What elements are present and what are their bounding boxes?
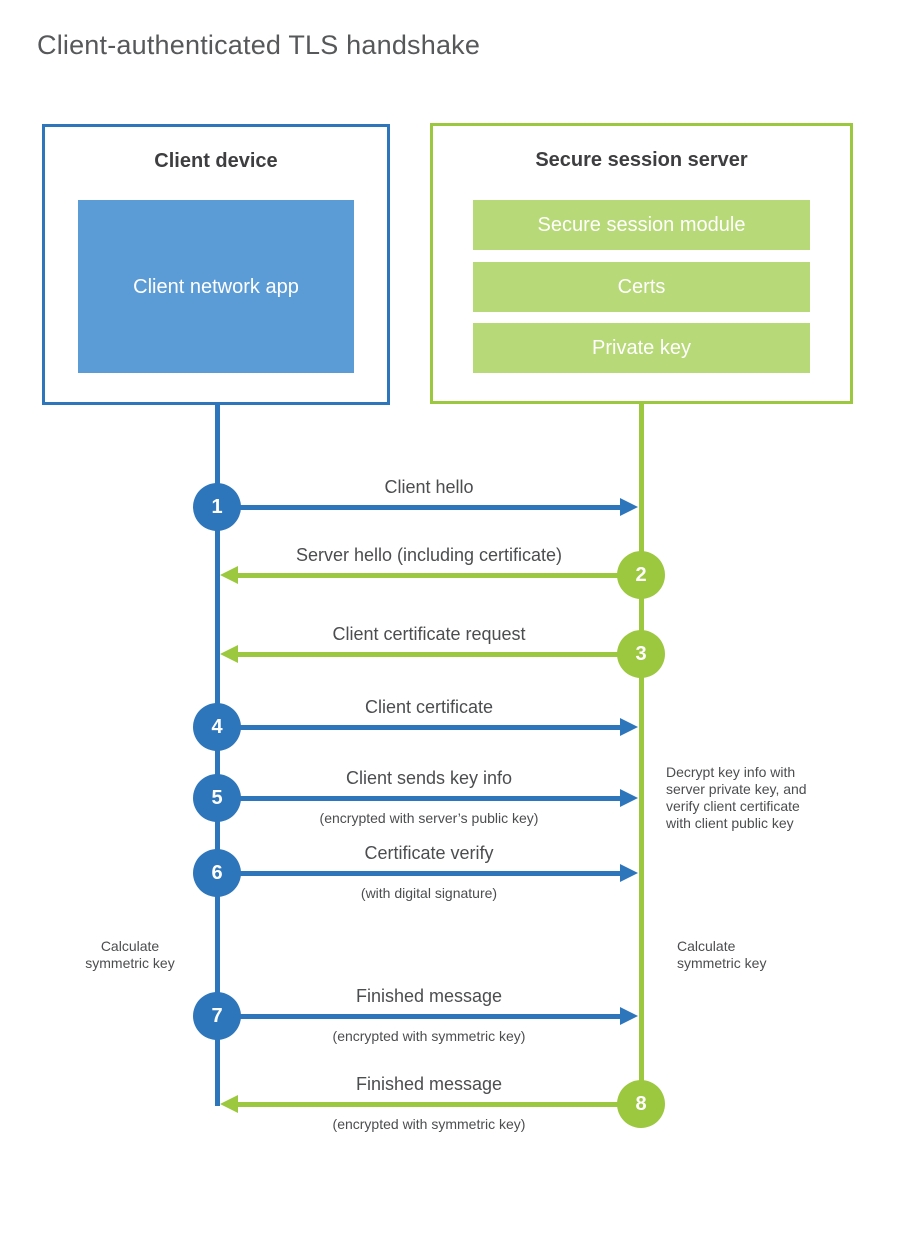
message-sublabel-8: (encrypted with symmetric key)	[332, 1116, 526, 1132]
arrow-head-left-icon	[220, 566, 238, 584]
arrow-shaft-8	[238, 1102, 641, 1107]
message-label-2: Server hello (including certificate)	[295, 545, 563, 565]
arrow-head-right-icon	[620, 718, 638, 736]
step-circle-2: 2	[617, 551, 665, 599]
message-label-7: Finished message	[355, 986, 503, 1006]
step-circle-1: 1	[193, 483, 241, 531]
client-lifeline	[215, 404, 220, 1106]
page-title: Client-authenticated TLS handshake	[37, 30, 481, 60]
message-sublabel-7: (encrypted with symmetric key)	[332, 1028, 526, 1044]
server-lifeline	[639, 403, 644, 1106]
client-network-app-box: Client network app	[78, 200, 354, 373]
client-device-title: Client device	[154, 150, 278, 172]
message-label-6: Certificate verify	[364, 843, 494, 863]
arrow-head-right-icon	[620, 864, 638, 882]
client-device-box: Client device Client network app	[42, 124, 390, 405]
server-box: Secure session server Secure session mod…	[430, 123, 853, 404]
message-label-5: Client sends key info	[345, 768, 513, 788]
message-label-4: Client certificate	[364, 697, 494, 717]
server-box-title: Secure session server	[535, 149, 748, 171]
message-label-3: Client certificate request	[332, 624, 526, 644]
arrow-shaft-3	[238, 652, 641, 657]
step-circle-3: 3	[617, 630, 665, 678]
message-label-1: Client hello	[384, 477, 474, 497]
step-circle-6: 6	[193, 849, 241, 897]
arrow-shaft-1	[217, 505, 621, 510]
message-sublabel-6: (with digital signature)	[360, 885, 498, 901]
arrow-head-right-icon	[620, 1007, 638, 1025]
arrow-shaft-4	[217, 725, 621, 730]
arrow-head-right-icon	[620, 789, 638, 807]
server-module-certs: Certs	[473, 262, 810, 312]
arrow-head-left-icon	[220, 1095, 238, 1113]
arrow-shaft-5	[217, 796, 621, 801]
arrow-shaft-6	[217, 871, 621, 876]
arrow-shaft-7	[217, 1014, 621, 1019]
step-circle-5: 5	[193, 774, 241, 822]
calculate-symmetric-key-note-client: Calculate symmetric key	[85, 938, 175, 971]
calculate-symmetric-key-note-server: Calculate symmetric key	[677, 938, 767, 971]
message-sublabel-5: (encrypted with server’s public key)	[319, 810, 539, 826]
message-label-8: Finished message	[355, 1074, 503, 1094]
decrypt-key-note: Decrypt key info with server private key…	[666, 764, 807, 831]
server-module-private-key: Private key	[473, 323, 810, 373]
step-circle-7: 7	[193, 992, 241, 1040]
arrow-shaft-2	[238, 573, 641, 578]
server-module-secure-session: Secure session module	[473, 200, 810, 250]
step-circle-8: 8	[617, 1080, 665, 1128]
arrow-head-left-icon	[220, 645, 238, 663]
arrow-head-right-icon	[620, 498, 638, 516]
step-circle-4: 4	[193, 703, 241, 751]
